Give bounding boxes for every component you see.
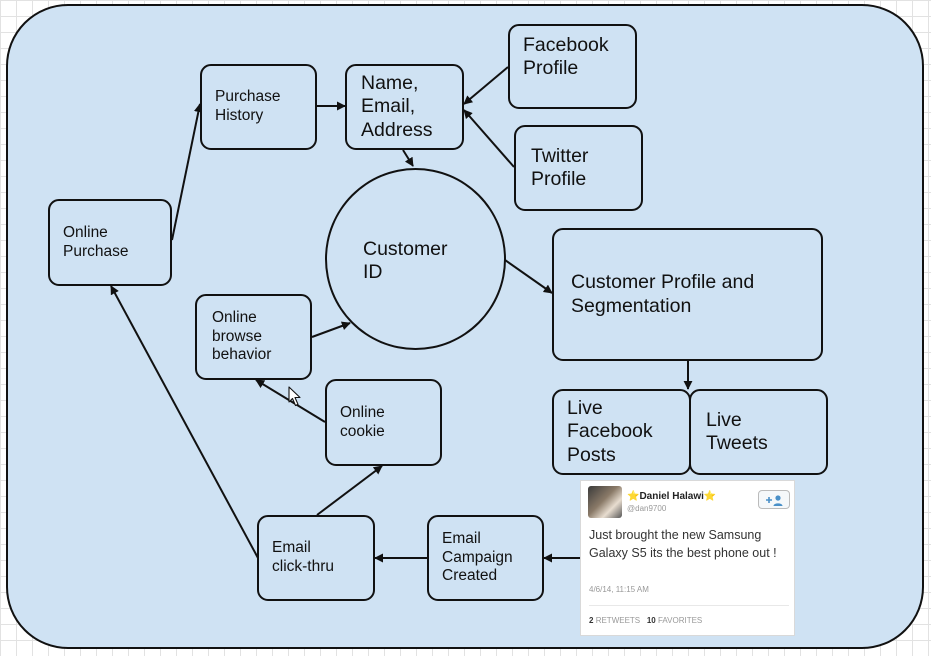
- node-online-purchase-label: Online Purchase: [63, 223, 129, 260]
- node-email-campaign-created-label: Email Campaign Created: [442, 530, 513, 585]
- node-twitter-profile[interactable]: Twitter Profile: [514, 125, 643, 211]
- node-online-cookie-label: Online cookie: [340, 403, 385, 440]
- tweet-text: Just brought the new Samsung Galaxy S5 i…: [589, 528, 777, 560]
- node-live-tweets-label: Live Tweets: [706, 408, 768, 454]
- node-online-browse-behavior-label: Online browse behavior: [212, 309, 272, 364]
- tweet-card[interactable]: ⭐Daniel Halawi⭐ @dan9700 Just brought th…: [580, 480, 795, 636]
- retweets-label[interactable]: RETWEETS: [595, 616, 641, 625]
- node-online-purchase[interactable]: Online Purchase: [48, 199, 172, 286]
- favorites-count[interactable]: 10: [646, 616, 656, 625]
- mouse-cursor-icon: [288, 386, 301, 407]
- node-live-facebook-posts[interactable]: Live Facebook Posts: [552, 389, 691, 475]
- node-purchase-history[interactable]: Purchase History: [200, 64, 317, 150]
- node-facebook-profile[interactable]: Facebook Profile: [508, 24, 637, 109]
- node-email-click-thru-label: Email click-thru: [272, 539, 335, 575]
- retweets-count[interactable]: 2: [589, 616, 594, 625]
- tweet-author-name[interactable]: ⭐Daniel Halawi⭐: [627, 491, 717, 502]
- node-customer-profile-segmentation-label: Customer Profile and Segmentation: [571, 271, 755, 317]
- node-online-browse-behavior[interactable]: Online browse behavior: [195, 294, 312, 380]
- tweet-author-handle[interactable]: @dan9700: [627, 504, 667, 513]
- node-facebook-profile-label: Facebook Profile: [523, 34, 609, 80]
- node-live-tweets[interactable]: Live Tweets: [689, 389, 828, 475]
- follow-button[interactable]: [758, 490, 790, 509]
- tweet-stats: 2 RETWEETS 10 FAVORITES: [589, 616, 702, 625]
- favorites-label[interactable]: FAVORITES: [657, 616, 703, 625]
- tweet-timestamp[interactable]: 4/6/14, 11:15 AM: [589, 585, 649, 594]
- avatar[interactable]: [588, 486, 622, 518]
- node-email-campaign-created[interactable]: Email Campaign Created: [427, 515, 544, 601]
- node-online-cookie[interactable]: Online cookie: [325, 379, 442, 466]
- node-email-click-thru[interactable]: Email click-thru: [257, 515, 375, 601]
- node-name-email-address[interactable]: Name, Email, Address: [345, 64, 464, 150]
- node-customer-id[interactable]: Customer ID: [325, 168, 506, 350]
- follow-user-icon: [766, 494, 783, 506]
- tweet-divider: [589, 605, 789, 606]
- node-customer-id-label: Customer ID: [363, 238, 448, 284]
- node-twitter-profile-label: Twitter Profile: [531, 144, 589, 190]
- node-live-facebook-posts-label: Live Facebook Posts: [567, 396, 653, 466]
- node-purchase-history-label: Purchase History: [215, 88, 281, 124]
- node-name-email-address-label: Name, Email, Address: [361, 71, 433, 141]
- node-customer-profile-segmentation[interactable]: Customer Profile and Segmentation: [552, 228, 823, 361]
